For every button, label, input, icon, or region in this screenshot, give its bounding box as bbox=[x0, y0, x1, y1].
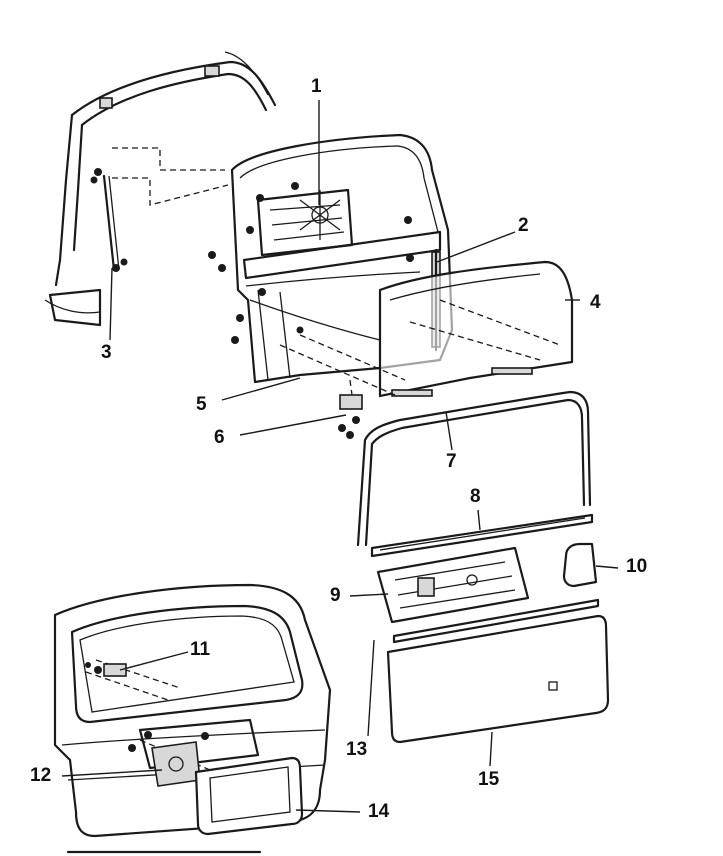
callout-12: 12 bbox=[30, 765, 52, 786]
door-glass bbox=[378, 260, 574, 398]
callout-2: 2 bbox=[518, 215, 529, 236]
callout-6: 6 bbox=[214, 427, 225, 448]
glass-hinge bbox=[103, 663, 127, 677]
callout-3: 3 bbox=[101, 342, 112, 363]
back-door-lock bbox=[151, 741, 201, 787]
callout-11: 11 bbox=[190, 639, 211, 660]
callout-9: 9 bbox=[330, 585, 341, 606]
body-pillar bbox=[44, 51, 277, 327]
window-regulator bbox=[299, 190, 341, 240]
callout-15: 15 bbox=[478, 769, 500, 790]
regulator-bracket bbox=[338, 394, 363, 439]
support-strut bbox=[90, 168, 128, 272]
leader-lines bbox=[61, 100, 619, 813]
license-garnish bbox=[194, 756, 304, 836]
callout-4: 4 bbox=[590, 292, 601, 313]
assembly-lines bbox=[85, 147, 561, 771]
callout-5: 5 bbox=[196, 394, 207, 415]
door-trim-panel bbox=[386, 614, 610, 744]
door-weatherstrip bbox=[356, 390, 592, 547]
callout-8: 8 bbox=[470, 486, 481, 507]
inner-seal-strip bbox=[392, 598, 600, 644]
callout-14: 14 bbox=[368, 801, 390, 822]
access-cover bbox=[562, 542, 598, 588]
callout-1: 1 bbox=[311, 76, 322, 97]
belt-molding bbox=[370, 513, 594, 558]
callout-7: 7 bbox=[446, 451, 457, 472]
callout-13: 13 bbox=[346, 739, 368, 760]
callout-10: 10 bbox=[626, 556, 648, 577]
lock-assembly bbox=[376, 546, 530, 624]
